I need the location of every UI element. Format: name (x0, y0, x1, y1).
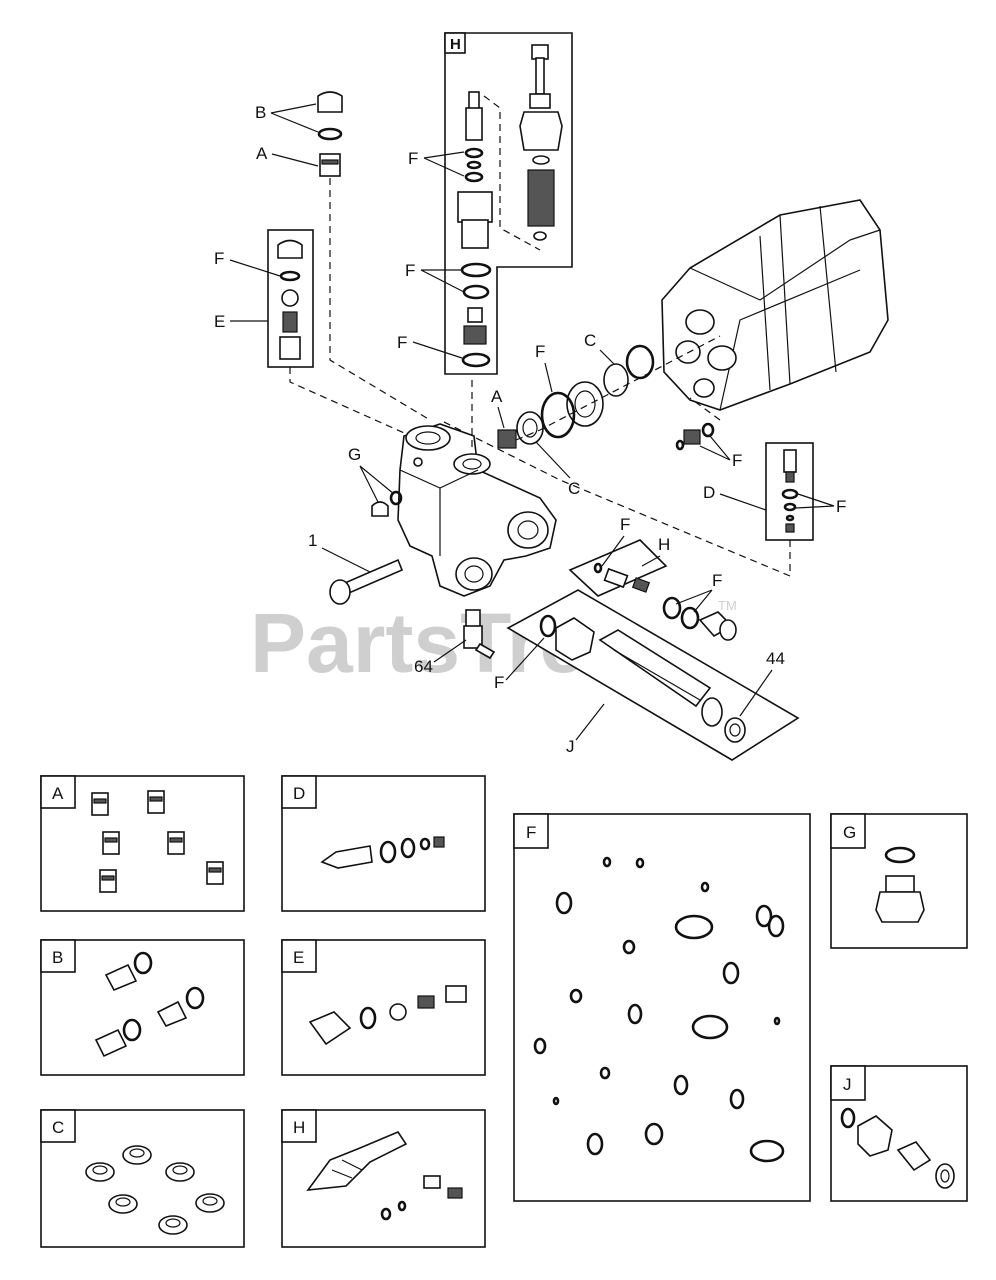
seal-stack (497, 344, 655, 449)
callout-f-h2-lines (420, 269, 465, 293)
h-panel-parts (593, 562, 651, 593)
lower-right-rings (662, 596, 737, 641)
j-assembly-parts (539, 614, 746, 743)
callout-f-right2: F (836, 497, 846, 516)
callout-f-h-panel: F (620, 515, 630, 534)
callout-b-top: B (255, 103, 266, 122)
callout-f-h3: F (397, 333, 407, 352)
callout-f-mid: F (535, 342, 545, 361)
h-panel-frame (568, 539, 668, 597)
fitting-64 (463, 609, 496, 660)
callout-e: E (214, 312, 225, 331)
plug-and-oring-top (317, 91, 343, 177)
kit-f-orings (533, 856, 785, 1163)
callout-h-panel: H (658, 535, 670, 554)
callout-c-mid-line (599, 349, 615, 365)
callout-f-mid-line (544, 362, 553, 393)
kit-g-tag: G (843, 823, 856, 842)
bolt-1 (329, 558, 404, 605)
callout-f-lower-lines (675, 589, 713, 613)
right-small-valve-parts (675, 422, 715, 451)
kit-j-parts (840, 1107, 955, 1189)
callout-f-h2: F (405, 261, 415, 280)
callout-a-top-line (271, 153, 319, 167)
callout-f-right1-lines (699, 435, 731, 461)
callout-d: D (703, 483, 715, 502)
kit-c-tag: C (52, 1118, 64, 1137)
watermark-trademark: TM (718, 598, 737, 613)
callout-44-line (739, 669, 773, 717)
callout-d-line (719, 493, 767, 511)
kit-c-seals (85, 1145, 225, 1235)
pump-crankcase (661, 199, 889, 411)
callout-a-top: A (256, 144, 268, 163)
callout-1: 1 (308, 531, 317, 550)
callout-j: J (566, 737, 575, 756)
callout-f-h-panel-line (601, 535, 625, 567)
g-plug-parts (371, 490, 403, 517)
a-top-dashed-lead (329, 178, 431, 421)
kit-b-tag: B (52, 948, 63, 967)
h-frame-tag-box (444, 32, 466, 54)
kit-a-tag: A (52, 784, 64, 803)
kit-box-d: D (281, 775, 486, 912)
kit-box-j: J (830, 1065, 968, 1202)
kit-a-plugs (91, 790, 224, 893)
callout-c-lower: C (568, 479, 580, 498)
kit-j-tag: J (843, 1075, 852, 1094)
kit-e-tag: E (293, 948, 304, 967)
callout-1-line (321, 547, 371, 573)
callout-b-top-lines (270, 103, 319, 133)
e-dashed-lead (289, 367, 421, 441)
kit-box-f: F (513, 813, 811, 1202)
callout-h-panel-line (641, 555, 661, 567)
callout-j-line (575, 703, 605, 741)
kit-box-e: E (281, 939, 486, 1076)
callout-g-lines (359, 465, 395, 503)
callout-64: 64 (414, 657, 433, 676)
kit-f-tag: F (526, 823, 536, 842)
h-frame-tag: H (450, 36, 461, 53)
callout-f-lower: F (712, 571, 722, 590)
callout-g: G (348, 445, 361, 464)
callout-f-h1-lines (423, 151, 465, 177)
kit-box-b: B (40, 939, 245, 1076)
callout-44: 44 (766, 649, 785, 668)
d-dashed-lead (439, 419, 791, 577)
callout-f-e-line (229, 259, 281, 277)
callout-f-h3-line (412, 341, 463, 359)
kit-box-g: G (830, 813, 968, 949)
callout-a-mid-line (497, 406, 505, 429)
callout-a-mid: A (491, 387, 503, 406)
callout-f-right1: F (732, 451, 742, 470)
callout-f-h1: F (408, 149, 418, 168)
callout-c-lower-line (535, 441, 571, 479)
pump-manifold (397, 423, 557, 597)
kit-g-parts (875, 846, 925, 923)
crankcase-dashed-lead (689, 397, 721, 421)
kit-b-parts (94, 951, 205, 1058)
callout-f-j: F (494, 673, 504, 692)
callout-64-line (433, 639, 467, 663)
callout-f-right2-lines (795, 493, 835, 509)
callout-f-e: F (214, 249, 224, 268)
kit-d-parts (320, 836, 445, 869)
callout-f-j-line (505, 637, 545, 681)
d-assembly-parts (781, 449, 799, 533)
kit-h-parts (306, 1131, 463, 1221)
kit-h-tag: H (293, 1118, 305, 1137)
callout-c-mid: C (584, 331, 596, 350)
kit-e-parts (308, 985, 467, 1046)
kit-box-h: H (281, 1109, 486, 1248)
h-dashed-lead (483, 95, 541, 251)
kit-box-a: A (40, 775, 245, 912)
seal-dashed-axis (515, 335, 721, 441)
e-assembly-parts (277, 239, 303, 360)
kit-d-tag: D (293, 784, 305, 803)
kit-box-c: C (40, 1109, 245, 1248)
unloader-valve-parts (457, 44, 563, 368)
